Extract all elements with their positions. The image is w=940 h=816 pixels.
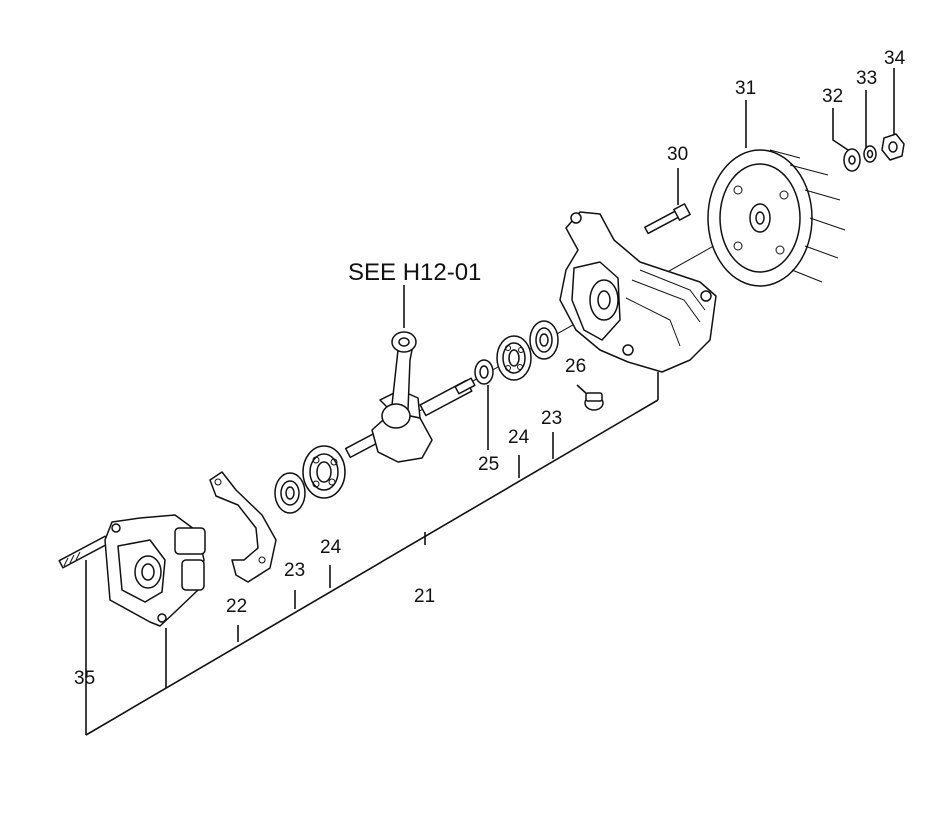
callout-24-right: 24	[508, 427, 530, 448]
bolt-30	[644, 203, 691, 235]
bearing-24-right	[496, 335, 532, 381]
callout-32: 32	[822, 86, 843, 107]
reference-label: SEE H12-01	[348, 259, 481, 286]
plug-26	[584, 392, 604, 411]
callout-30: 30	[667, 144, 688, 165]
callout-labels: SEE H12-01 21 22 23 24 25 24 23 26 30 31…	[74, 48, 906, 689]
callout-21: 21	[414, 586, 435, 607]
stud-bolt-35	[58, 535, 110, 569]
oil-seal-23-left	[274, 472, 306, 514]
rear-crankcase	[559, 211, 717, 373]
callout-33: 33	[856, 68, 877, 89]
callout-24-left: 24	[320, 537, 342, 558]
leader-lines	[85, 68, 895, 736]
callout-23-right: 23	[541, 408, 562, 429]
callout-22: 22	[226, 596, 247, 617]
callout-34: 34	[884, 48, 906, 69]
washer-32	[843, 148, 861, 172]
oil-seal-23-right	[529, 320, 559, 360]
nut-34	[881, 133, 905, 161]
callout-26: 26	[565, 356, 586, 377]
callout-35: 35	[74, 668, 95, 689]
gasket-22	[209, 471, 277, 583]
bearing-24-left	[302, 445, 346, 499]
callout-31: 31	[735, 78, 756, 99]
flywheel-31	[707, 149, 846, 287]
washer-25	[474, 359, 494, 385]
callout-25: 25	[478, 454, 499, 475]
front-crankcase	[104, 514, 206, 627]
callout-23-left: 23	[284, 560, 305, 581]
spring-washer-33	[863, 145, 877, 163]
crankshaft-assembly	[344, 331, 476, 463]
